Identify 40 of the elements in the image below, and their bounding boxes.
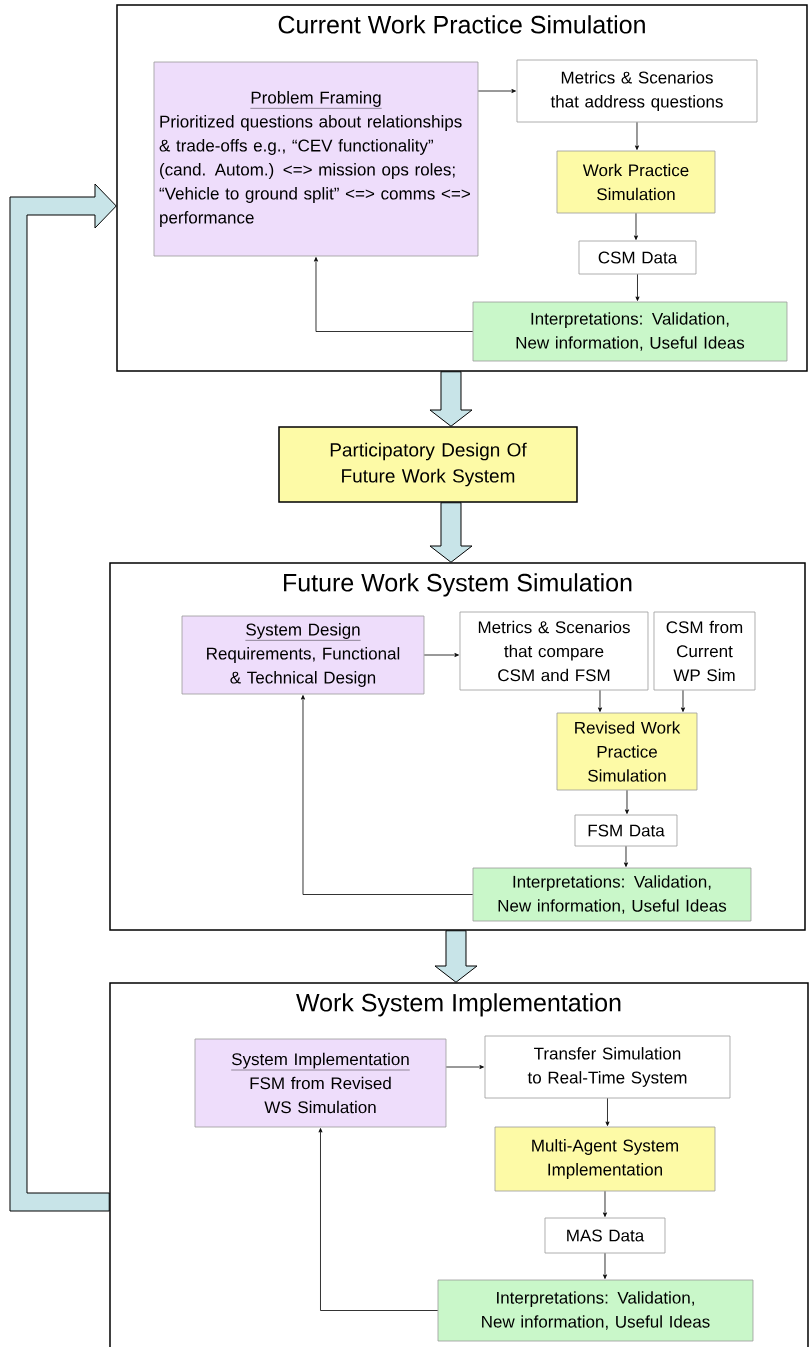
process-box: System Implementation FSM from Revised WS Simulation — [194, 1038, 447, 1128]
block-arrow — [9, 183, 117, 1212]
arrow — [634, 213, 638, 240]
process-box: Problem Framing Prioritized questions about relationships & trade-offs e.g., “CEV functionality” (cand. Autom.) <=> mission ops roles; “Vehicle to ground split” <=> comms <=> performance — [153, 61, 479, 257]
arrow — [314, 257, 473, 332]
arrow — [603, 1191, 607, 1217]
arrow — [625, 790, 629, 814]
block-arrow — [429, 371, 473, 427]
panel-title: Work System Implementation — [296, 993, 621, 1017]
arrow — [446, 1065, 484, 1069]
process-box: FSM Data — [574, 814, 678, 847]
block-arrow — [434, 930, 478, 983]
arrow — [635, 274, 640, 301]
process-box: MAS Data — [544, 1217, 666, 1254]
arrow — [681, 690, 685, 712]
panel-title: Current Work Practice Simulation — [278, 15, 645, 34]
block-arrow — [429, 502, 473, 563]
arrow — [424, 653, 459, 657]
arrow — [478, 89, 516, 93]
process-box: Interpretations: Validation, New information, Useful Ideas — [437, 1279, 754, 1342]
process-box: Revised Work Practice Simulation — [556, 712, 698, 791]
arrow — [318, 1128, 438, 1311]
process-box: Transfer Simulation to Real-Time System — [484, 1035, 731, 1099]
process-box: Metrics & Scenarios that address questions — [516, 59, 758, 123]
process-box: Metrics & Scenarios that compare CSM and FSM — [459, 611, 649, 691]
process-box: System Design Requirements, Functional & Technical Design — [181, 615, 425, 695]
arrow — [635, 122, 639, 150]
process-box: CSM from Current WP Sim — [653, 611, 756, 691]
process-box: CSM Data — [578, 240, 697, 275]
arrow — [301, 695, 473, 895]
process-box: Interpretations: Validation, New information, Useful Ideas — [472, 301, 788, 362]
arrow — [598, 690, 602, 712]
arrow — [605, 1098, 610, 1126]
process-box: Multi-Agent System Implementation — [494, 1126, 716, 1192]
process-box: Interpretations: Validation, New information, Useful Ideas — [472, 867, 752, 922]
process-box: Participatory Design Of Future Work System — [278, 426, 578, 503]
process-box: Work Practice Simulation — [556, 150, 716, 214]
arrow — [603, 1253, 607, 1279]
arrow — [624, 846, 628, 867]
panel-title: Future Work System Simulation — [284, 573, 632, 597]
